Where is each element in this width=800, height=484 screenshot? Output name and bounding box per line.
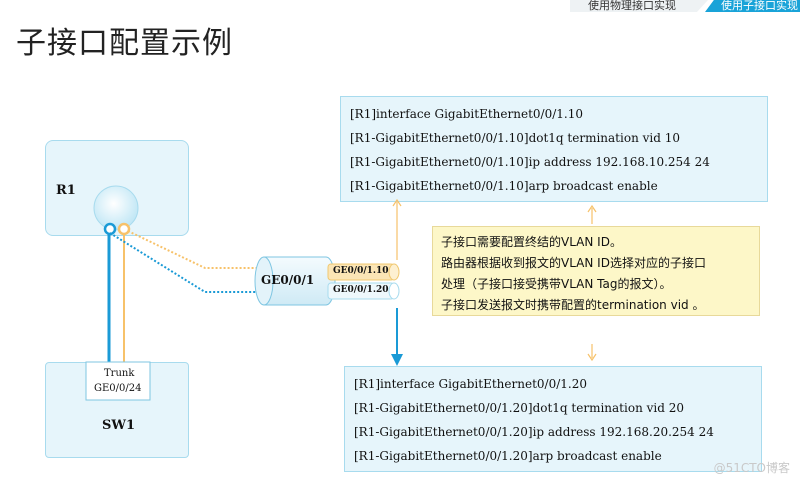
note-line: 路由器根据收到报文的VLAN ID选择对应的子接口 [441,256,706,270]
config-line: [R1-GigabitEthernet0/0/1.10]arp broadcas… [350,179,658,193]
trunk-port-label: GE0/0/24 [94,383,142,394]
router-port-vlan10 [117,222,131,236]
config-line: [R1-GigabitEthernet0/0/1.10]dot1q termin… [350,131,680,145]
trunk-port-box [85,361,151,401]
config-panel-top: [R1]interface GigabitEthernet0/0/1.10 [R… [340,96,768,202]
note-line: 处理（子接口接受携带VLAN Tag的报文）。 [441,277,672,291]
config-panel-bottom: [R1]interface GigabitEthernet0/0/1.20 [R… [344,366,762,472]
subif-tube-20[interactable] [327,282,400,300]
explanation-note: 子接口需要配置终结的VLAN ID。 路由器根据收到报文的VLAN ID选择对应… [432,226,760,316]
note-line: 子接口发送报文时携带配置的termination vid 。 [441,298,705,312]
interface-cylinder-icon[interactable] [254,256,336,306]
subif-20-label: GE0/0/1.20 [333,285,389,295]
physical-port-label: GE0/0/1 [261,273,315,287]
logical-link-vlan20 [109,232,330,293]
router-label: R1 [56,183,76,198]
switch-label: SW1 [102,418,136,433]
subif-10-label: GE0/0/1.10 [333,266,389,276]
config-line: [R1-GigabitEthernet0/0/1.20]arp broadcas… [354,449,662,463]
watermark: @51CTO博客 [713,461,790,475]
config-line: [R1-GigabitEthernet0/0/1.20]dot1q termin… [354,401,684,415]
tab-physical-interface[interactable]: 使用物理接口实现 [570,0,708,12]
router-icon[interactable] [93,185,139,231]
config-line: [R1]interface GigabitEthernet0/0/1.20 [354,377,587,391]
config-line: [R1-GigabitEthernet0/0/1.20]ip address 1… [354,425,714,439]
trunk-label: Trunk [104,368,135,379]
subif-tube-10[interactable] [327,263,400,281]
config-line: [R1]interface GigabitEthernet0/0/1.10 [350,107,583,121]
page-title: 子接口配置示例 [16,26,233,61]
router-port-vlan20 [103,222,117,236]
tab-subinterface[interactable]: 使用子接口实现 [705,0,800,12]
config-line: [R1-GigabitEthernet0/0/1.10]ip address 1… [350,155,710,169]
note-line: 子接口需要配置终结的VLAN ID。 [441,235,622,249]
